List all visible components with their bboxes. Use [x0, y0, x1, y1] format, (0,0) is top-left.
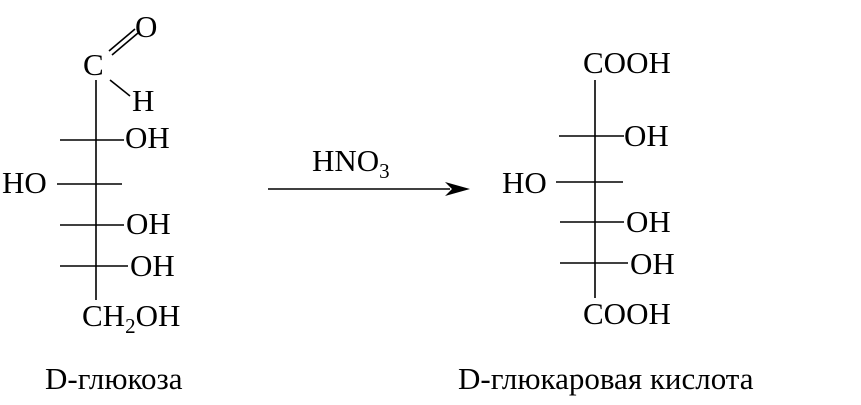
aldehyde-h-bond	[109, 79, 131, 97]
glucose-c4-oh: OH	[126, 206, 171, 241]
glucaric-acid-caption: D-глюкаровая кислота	[458, 361, 754, 396]
reaction-arrow-group: HNO3	[268, 143, 470, 196]
arrow-head-icon	[445, 182, 470, 196]
acid-top-cooh: COOH	[583, 45, 671, 80]
glucose-ch2oh: CH2OH	[82, 298, 180, 338]
glucose-aldehyde-oxygen: O	[135, 9, 157, 44]
glucose-c5-oh: OH	[130, 248, 175, 283]
glucose-aldehyde-hydrogen: H	[132, 83, 154, 118]
carbonyl-double-bond-a	[108, 28, 136, 52]
glucose-caption: D-глюкоза	[45, 361, 183, 396]
acid-c5-oh: OH	[630, 246, 675, 281]
acid-c4-oh: OH	[626, 204, 671, 239]
acid-bottom-cooh: COOH	[583, 296, 671, 331]
acid-c3-ho: HO	[502, 165, 547, 200]
glucose-c2-oh: OH	[125, 120, 170, 155]
reagent-label: HNO3	[312, 143, 390, 183]
carbonyl-double-bond-b	[111, 32, 139, 56]
glucaric-acid-structure: COOH OH HO OH OH COOH	[502, 45, 675, 331]
glucose-aldehyde-carbon: C	[83, 47, 104, 82]
acid-c2-oh: OH	[624, 118, 669, 153]
glucose-c3-ho: HO	[2, 165, 47, 200]
glucose-structure: C O H OH HO OH OH CH2OH	[2, 9, 180, 338]
